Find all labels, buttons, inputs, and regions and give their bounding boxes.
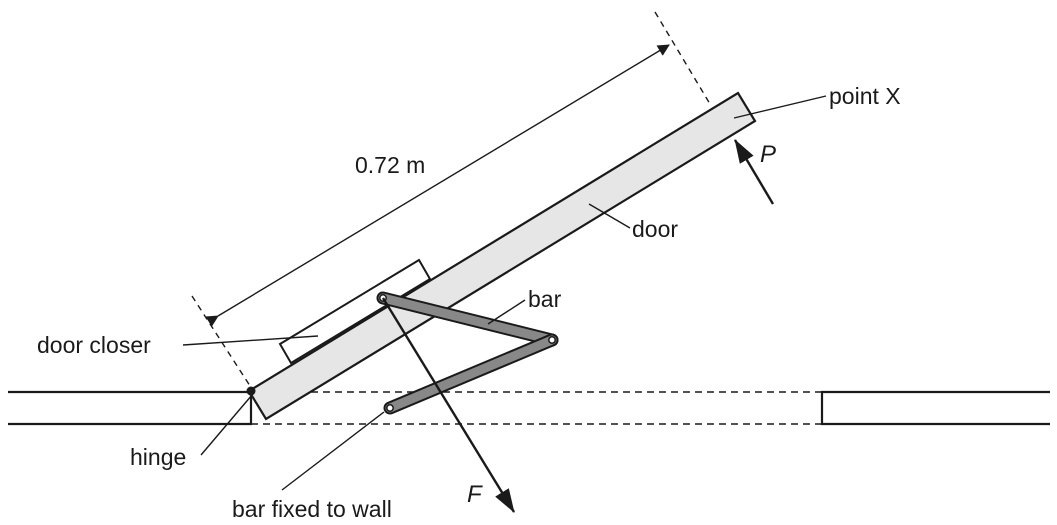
leader-lines bbox=[182, 95, 827, 491]
force-f-label: F bbox=[467, 481, 483, 508]
dimension-line bbox=[191, 11, 711, 390]
hinge-label: hinge bbox=[130, 444, 186, 470]
wall bbox=[8, 390, 1050, 426]
pivot-joint bbox=[548, 336, 556, 344]
pivot-wall bbox=[386, 404, 394, 412]
door-closer-label: door closer bbox=[37, 332, 151, 358]
bar-label: bar bbox=[528, 286, 562, 312]
closer-bars bbox=[376, 291, 559, 415]
dimension-label: 0.72 m bbox=[355, 152, 425, 178]
door-label: door bbox=[632, 216, 678, 242]
wall-left-segment bbox=[8, 390, 253, 426]
door bbox=[247, 91, 757, 421]
force-p-label: P bbox=[760, 141, 776, 168]
bar-fixed-label: bar fixed to wall bbox=[232, 496, 392, 522]
wall-right-segment bbox=[820, 390, 1050, 426]
hinge-pivot bbox=[246, 386, 256, 396]
doorway-outline bbox=[251, 391, 822, 425]
force-f-arrow bbox=[381, 297, 516, 513]
force-p-arrow bbox=[733, 139, 775, 205]
point-x-label: point X bbox=[829, 83, 901, 109]
